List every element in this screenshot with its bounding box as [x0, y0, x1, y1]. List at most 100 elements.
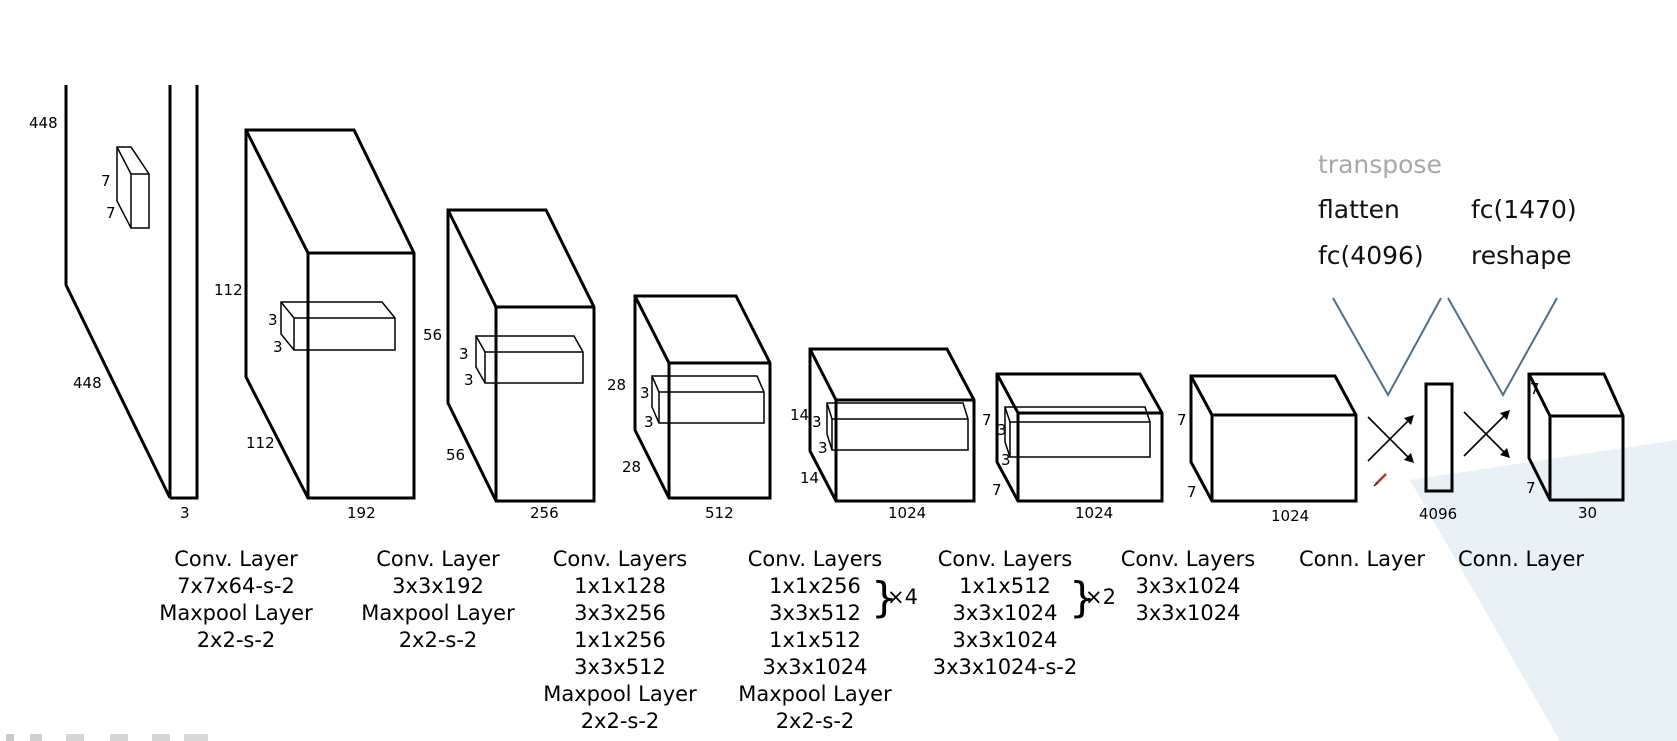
caption-line: 3x3x1024 [1135, 574, 1241, 598]
stage2-width-label: 56 [446, 446, 465, 464]
stage3-kernel-w-label: 3 [644, 413, 654, 431]
input-kernel-h-label: 7 [101, 172, 111, 190]
caption-line: 3x3x512 [769, 601, 861, 625]
stage5-kernel-w-label: 3 [1001, 451, 1011, 469]
caption-line: 1x1x256 [769, 574, 861, 598]
caption-line: Maxpool Layer [159, 601, 313, 625]
fc4096-annotation: fc(4096) [1318, 241, 1424, 270]
fc1-connection-arrows [1367, 415, 1414, 463]
stage1-width-label: 112 [246, 434, 275, 452]
caption-line: Conn. Layer [1298, 547, 1426, 571]
caption-line: 2x2-s-2 [580, 709, 660, 733]
caption-line: 2x2-s-2 [196, 628, 276, 652]
stage2-volume [446, 208, 596, 503]
caption-line: Conv. Layer [174, 547, 298, 571]
fc4096-layer [1424, 382, 1454, 493]
stage4-volume [808, 347, 976, 503]
stage4-depth-label: 1024 [888, 504, 926, 522]
flatten-annotation: flatten [1318, 195, 1400, 224]
stage4-kernel [826, 402, 969, 451]
caption-stage4: Conv. Layers 1x1x256 3x3x512 1x1x512 3x3… [705, 546, 925, 735]
caption-stage2: Conv. Layer 3x3x192 Maxpool Layer 2x2-s-… [328, 546, 548, 654]
caption-line: 3x3x1024-s-2 [932, 655, 1078, 679]
caption-stage5: Conv. Layers 1x1x512 3x3x1024 3x3x1024 3… [895, 546, 1115, 681]
fc2-connection-arrows [1463, 410, 1510, 458]
input-width-label: 448 [73, 374, 102, 392]
stage3-depth-label: 512 [705, 504, 734, 522]
caption-stage3: Conv. Layers 1x1x128 3x3x256 1x1x256 3x3… [510, 546, 730, 735]
caption-line: 1x1x512 [769, 628, 861, 652]
caption-line: 1x1x512 [959, 574, 1051, 598]
caption-line: Maxpool Layer [361, 601, 515, 625]
stage4-kernel-h-label: 3 [812, 413, 822, 431]
caption-conn-layer-2: Conn. Layer [1411, 546, 1631, 573]
stage5-height-label: 7 [982, 411, 992, 429]
stage5-volume [995, 372, 1164, 503]
caption-line: Conv. Layers [747, 547, 883, 571]
stage6-height-label: 7 [1177, 411, 1187, 429]
stage1-kernel-h-label: 3 [268, 311, 278, 329]
input-kernel [116, 146, 150, 229]
caption-line: 3x3x1024 [1135, 601, 1241, 625]
caption-conn-layer-1: Conn. Layer [1252, 546, 1472, 573]
stage3-height-label: 28 [607, 376, 626, 394]
repeat-brace-stage5: } [1069, 573, 1096, 622]
stage2-kernel-h-label: 3 [459, 345, 469, 363]
bottom-toolbar-strip [6, 734, 208, 741]
background-wedge [1410, 440, 1677, 741]
stage6-depth-label: 1024 [1271, 507, 1309, 525]
input-kernel-w-label: 7 [106, 204, 116, 222]
caption-line: 3x3x1024 [952, 601, 1058, 625]
stage5-kernel-h-label: 3 [997, 421, 1007, 439]
stage1-kernel-w-label: 3 [273, 338, 283, 356]
stage5-depth-label: 1024 [1075, 504, 1113, 522]
caption-line: 3x3x512 [574, 655, 666, 679]
stage2-depth-label: 256 [530, 504, 559, 522]
caption-line: 3x3x192 [392, 574, 484, 598]
stage3-kernel [651, 375, 765, 424]
caption-line: Conv. Layers [552, 547, 688, 571]
transpose-annotation: transpose [1318, 150, 1442, 179]
caption-line: Conn. Layer [1457, 547, 1585, 571]
output-height-label: 7 [1530, 380, 1540, 398]
caption-line: 2x2-s-2 [398, 628, 478, 652]
stage6-width-label: 7 [1187, 483, 1197, 501]
stage5-kernel [1004, 406, 1151, 458]
stage3-volume [633, 294, 772, 500]
output-volume [1527, 372, 1625, 502]
caption-line: 3x3x256 [574, 601, 666, 625]
reshape-annotation: reshape [1471, 241, 1572, 270]
stage1-kernel [280, 301, 396, 351]
output-width-label: 7 [1526, 479, 1536, 497]
caption-line: Conv. Layers [1120, 547, 1256, 571]
stage6-volume [1189, 374, 1358, 503]
stage2-kernel-w-label: 3 [464, 371, 474, 389]
stage2-kernel [475, 335, 584, 384]
caption-line: 1x1x256 [574, 628, 666, 652]
caption-line: Conv. Layer [376, 547, 500, 571]
stage1-depth-label: 192 [347, 504, 376, 522]
caption-line: 3x3x1024 [952, 628, 1058, 652]
caption-line: 7x7x64-s-2 [177, 574, 295, 598]
annotation-v-right [1447, 297, 1558, 398]
stage1-height-label: 112 [214, 281, 243, 299]
output-depth-label: 30 [1578, 504, 1597, 522]
caption-line: 1x1x128 [574, 574, 666, 598]
fc-units-label: 4096 [1419, 505, 1457, 523]
pen-cursor-icon [1373, 473, 1387, 487]
stage4-width-label: 14 [800, 469, 819, 487]
stage1-volume [244, 128, 416, 500]
stage3-kernel-h-label: 3 [640, 384, 650, 402]
stage2-height-label: 56 [423, 326, 442, 344]
caption-line: Conv. Layers [937, 547, 1073, 571]
caption-stage1: Conv. Layer 7x7x64-s-2 Maxpool Layer 2x2… [126, 546, 346, 654]
caption-line: 3x3x1024 [762, 655, 868, 679]
stage4-kernel-w-label: 3 [818, 439, 828, 457]
annotation-v-left [1332, 297, 1442, 398]
repeat-brace-stage4: } [871, 573, 898, 622]
repeat-count-stage4: ×4 [887, 585, 918, 609]
stage3-width-label: 28 [622, 458, 641, 476]
caption-stage6: Conv. Layers 3x3x1024 3x3x1024 [1078, 546, 1298, 627]
caption-line: Maxpool Layer [543, 682, 697, 706]
